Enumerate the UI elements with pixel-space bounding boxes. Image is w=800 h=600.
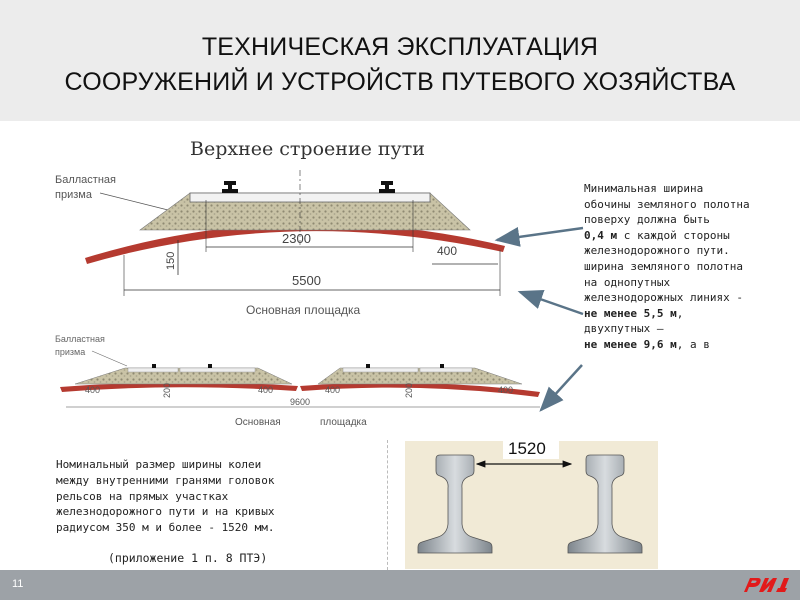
dim-9600-text: 9600 — [290, 397, 310, 407]
dim-200-a: 200 — [162, 383, 172, 398]
page-number: 11 — [12, 578, 24, 590]
gauge-text-line-4: железнодорожного пути и на кривых — [56, 505, 275, 519]
bold-04m: 0,4 м — [584, 228, 618, 242]
arrow-2 — [517, 289, 584, 316]
slide-header: ТЕХНИЧЕСКАЯ ЭКСПЛУАТАЦИЯ СООРУЖЕНИЙ И УС… — [0, 0, 800, 121]
ballast-prism-label-2: призма — [55, 189, 93, 201]
subgrade-width-text: Минимальная ширина обочины земляного пол… — [584, 181, 796, 353]
rail-2b — [208, 364, 212, 368]
right-text-line-7: на однопутных — [584, 275, 671, 289]
upper-structure-title: Верхнее строение пути — [190, 138, 425, 160]
dim-2300-text: 2300 — [282, 231, 311, 246]
base-platform-label: Основная площадка — [246, 303, 361, 317]
right-text-line-11: не менее 9,6 м, а в — [584, 337, 796, 353]
subgrade-fill — [85, 223, 505, 264]
right-text-line-5: железнодорожного пути. — [584, 244, 730, 258]
track-diagrams: Верхнее строение пути Балластная призма … — [55, 138, 584, 428]
sleeper-2c — [342, 367, 419, 373]
gauge-label-bg — [503, 437, 559, 459]
sleeper-2a — [127, 367, 179, 373]
rail-profile-right — [567, 454, 643, 554]
base-label-2a: Основная — [235, 417, 281, 428]
slide-footer: 11 — [0, 570, 800, 600]
rzd-logo-icon — [744, 578, 789, 592]
dim-400-a: 400 — [85, 385, 100, 395]
right-text-line-6: ширина земляного полотна — [584, 259, 743, 273]
title-line-1: ТЕХНИЧЕСКАЯ ЭКСПЛУАТАЦИЯ — [201, 33, 599, 61]
sleeper-2b — [179, 367, 256, 373]
right-text-line-9-rest: , — [676, 306, 684, 320]
rail-gauge-diagram: 1520 — [405, 437, 658, 569]
right-text-line-1: Минимальная ширина — [584, 182, 704, 195]
right-text-line-3: поверху должна быть — [584, 213, 710, 227]
bold-55m: не менее 5,5 м — [584, 306, 677, 320]
subgrade-left — [60, 382, 298, 392]
dim-400-text: 400 — [437, 244, 457, 258]
base-label-2b: площадка — [320, 417, 367, 428]
right-text-line-10: двухпутных – — [584, 322, 664, 336]
gauge-text-line-2: между внутренними гранями головок — [56, 473, 275, 487]
arrow-3 — [539, 364, 583, 412]
ballast-leader-line — [99, 192, 169, 211]
right-text-line-2: обочины земляного полотна — [584, 197, 750, 211]
rail-profile-left — [417, 454, 493, 554]
sleeper — [189, 192, 431, 203]
ballast-prism-label-2-1: Балластная — [55, 334, 105, 344]
gauge-label: 1520 — [508, 441, 546, 458]
dim-400-b: 400 — [258, 385, 273, 395]
dim-5500-text: 5500 — [292, 273, 321, 288]
subgrade-right — [300, 382, 540, 397]
title-line-2: СООРУЖЕНИЙ И УСТРОЙСТВ ПУТЕВОГО ХОЗЯЙСТВ… — [64, 68, 736, 96]
right-text-line-4-rest: с каждой стороны — [617, 228, 730, 242]
ballast-prism-label-2-2: призма — [55, 347, 85, 357]
dim-200-b: 200 — [404, 383, 414, 398]
right-text-line-11-rest: , а в — [676, 337, 710, 351]
rail-left — [222, 181, 238, 193]
right-text-line-9: не менее 5,5 м, — [584, 306, 796, 322]
gauge-text-line-1: Номинальный размер ширины колеи — [56, 458, 262, 471]
arrow-1 — [494, 226, 584, 247]
bold-96m: не менее 9,6 м — [584, 337, 677, 351]
right-text-line-8: железнодорожных линиях - — [584, 291, 743, 305]
rail-gauge-svg: 1520 — [417, 437, 643, 554]
dim-400-d: 400 — [498, 385, 513, 395]
pte-reference: (приложение 1 п. 8 ПТЭ) — [108, 551, 268, 565]
right-text-line-4: 0,4 м с каждой стороны — [584, 228, 796, 244]
gauge-text-line-5: радиусом 350 м и более - 1520 мм. — [56, 521, 275, 535]
gauge-text-line-3: рельсов на прямых участках — [56, 489, 229, 503]
dim-400-c: 400 — [325, 385, 340, 395]
rail-2c — [366, 364, 370, 368]
gauge-description-text: Номинальный размер ширины колеи между вн… — [56, 457, 356, 536]
ballast-prism-label-1: Балластная — [55, 174, 116, 186]
rail-2a — [152, 364, 156, 368]
rail-right — [379, 181, 395, 193]
divider — [387, 440, 388, 570]
sleeper-2d — [419, 367, 473, 373]
dim-150-text: 150 — [165, 252, 177, 270]
ballast-leader-line-2 — [91, 350, 128, 367]
rail-2d — [440, 364, 444, 368]
slide-title: ТЕХНИЧЕСКАЯ ЭКСПЛУАТАЦИЯ СООРУЖЕНИЙ И УС… — [0, 30, 800, 100]
